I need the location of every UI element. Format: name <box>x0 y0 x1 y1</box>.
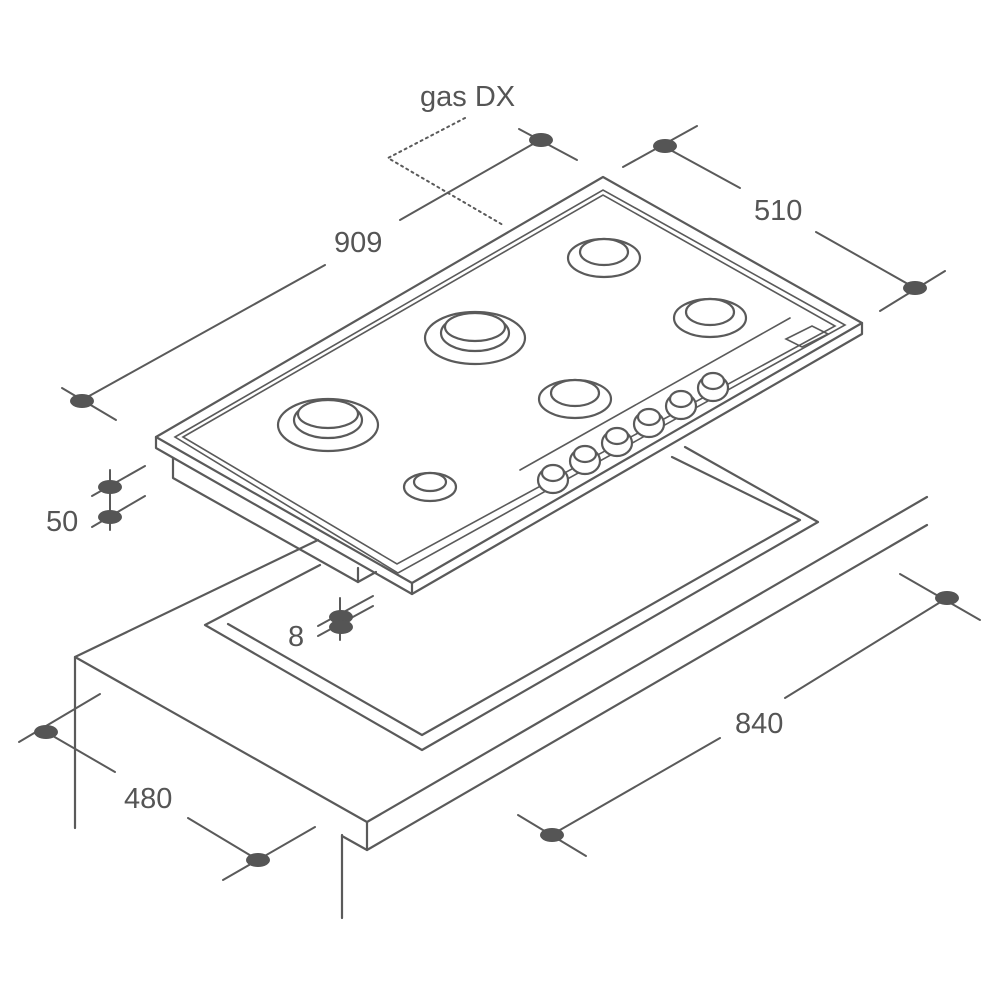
label-909: 909 <box>334 227 382 259</box>
dimension-909 <box>61 128 578 421</box>
label-8: 8 <box>288 621 304 653</box>
burner-small-front <box>402 471 458 503</box>
label-480: 480 <box>124 783 172 815</box>
knob-6 <box>696 371 730 403</box>
label-50: 50 <box>46 506 78 538</box>
dimension-840 <box>517 573 981 857</box>
burner-medium-back <box>566 237 642 279</box>
burner-medium-center <box>537 378 613 420</box>
knob-1 <box>536 463 570 495</box>
hob <box>154 175 864 596</box>
knob-3 <box>600 426 634 458</box>
label-840: 840 <box>735 708 783 740</box>
countertop <box>73 495 929 920</box>
cutout <box>203 445 820 752</box>
label-510: 510 <box>754 195 802 227</box>
dimension-50 <box>91 465 146 531</box>
dimension-480 <box>18 693 316 881</box>
burner-medium-right <box>672 297 748 339</box>
knob-2 <box>568 444 602 476</box>
burner-large-middle <box>423 310 527 366</box>
control-knobs <box>536 371 730 495</box>
knob-5 <box>664 389 698 421</box>
dimension-510 <box>622 125 946 312</box>
label-gas-dx: gas DX <box>420 81 515 113</box>
gas-connection-leader <box>385 117 504 226</box>
knob-4 <box>632 407 666 439</box>
burner-large-front <box>276 397 380 453</box>
dimension-8 <box>317 595 374 641</box>
